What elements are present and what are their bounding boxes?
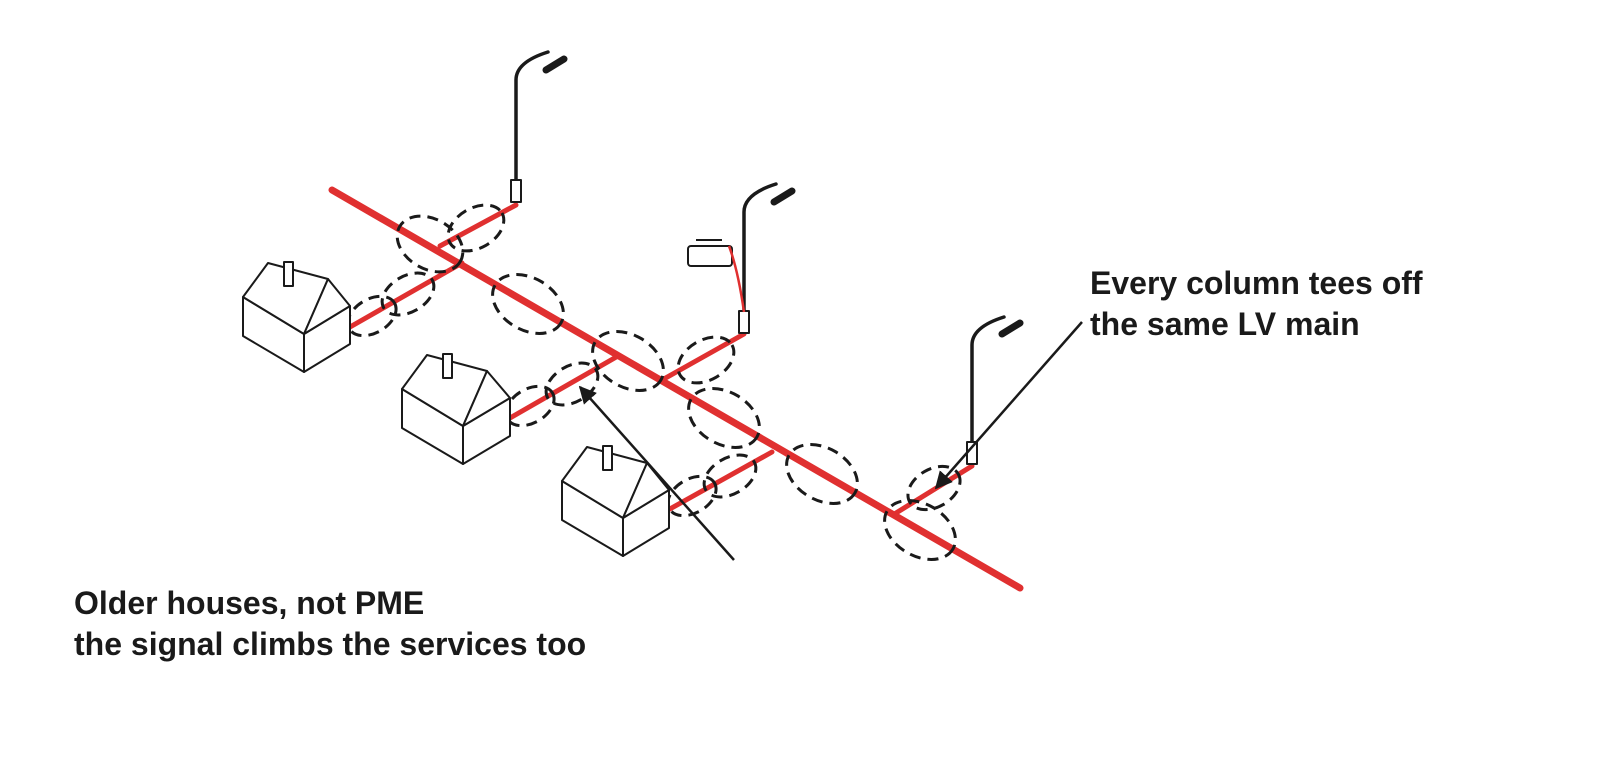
service-cable-house-1 [347, 260, 465, 330]
signal-ring [883, 499, 957, 561]
signal-ring [446, 203, 506, 253]
signal-ring [504, 384, 556, 428]
service-cable-column-2 [659, 331, 747, 383]
signal-rings [346, 203, 962, 561]
signal-ring [346, 294, 398, 338]
signal-ring [395, 214, 465, 274]
signal-ring [666, 474, 718, 518]
annotation-houses-line-1: Older houses, not PME [74, 585, 424, 621]
leader-arrow-columns [934, 321, 1083, 490]
annotation-houses-line-2: the signal climbs the services too [74, 626, 586, 662]
house-icon [401, 353, 511, 465]
lv-main-cable [328, 186, 1024, 592]
annotation-columns-line-1: Every column tees off [1090, 265, 1423, 301]
street-lamp-icon [966, 315, 1024, 465]
street-lamp-icon [738, 182, 796, 334]
lamp-bracket-icon [687, 239, 746, 313]
signal-ring [906, 464, 962, 512]
signal-ring [491, 273, 565, 335]
service-cable-column-3 [893, 463, 975, 516]
house-icon [561, 445, 670, 557]
service-cable-house-2 [507, 353, 621, 421]
signal-ring [785, 443, 859, 505]
service-cable-column-1 [437, 202, 519, 249]
signal-ring [687, 387, 761, 449]
street-lamp-icon [510, 50, 568, 203]
annotation-columns-line-2: the same LV main [1090, 306, 1360, 342]
signal-ring [380, 271, 436, 317]
signal-ring [676, 335, 736, 385]
signal-ring [702, 453, 758, 499]
signal-ring [591, 330, 665, 392]
house-icon [242, 261, 351, 373]
leader-arrow-services [578, 385, 735, 561]
